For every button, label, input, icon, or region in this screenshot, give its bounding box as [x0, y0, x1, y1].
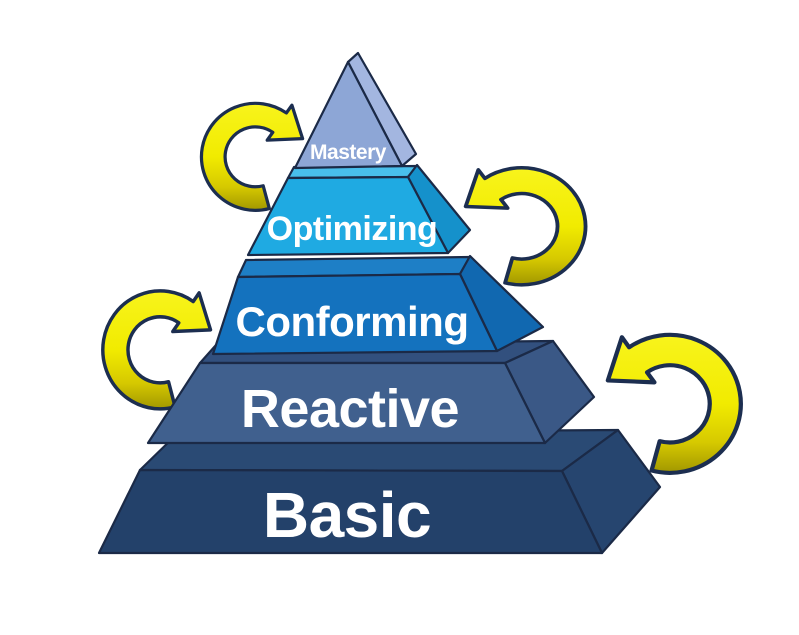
cycle-arrow-right-upper-icon: [463, 165, 588, 287]
level-optimizing: [246, 163, 472, 257]
pyramid-labels: Mastery Optimizing Conforming Reactive B…: [236, 141, 469, 551]
reactive-label: Reactive: [241, 379, 459, 439]
conforming-front-face: [211, 272, 499, 356]
basic-label: Basic: [263, 479, 431, 551]
optimizing-front-face: [246, 175, 450, 257]
level-mastery: [293, 51, 418, 170]
level-conforming: [211, 254, 545, 356]
level-reactive: [146, 339, 596, 445]
mastery-label: Mastery: [310, 141, 387, 164]
reactive-front-face: [146, 361, 547, 445]
mastery-front-face: [293, 60, 404, 170]
basic-front-face: [97, 468, 604, 555]
optimizing-label: Optimizing: [267, 210, 438, 248]
pyramid: [97, 51, 662, 555]
conforming-label: Conforming: [236, 298, 469, 345]
